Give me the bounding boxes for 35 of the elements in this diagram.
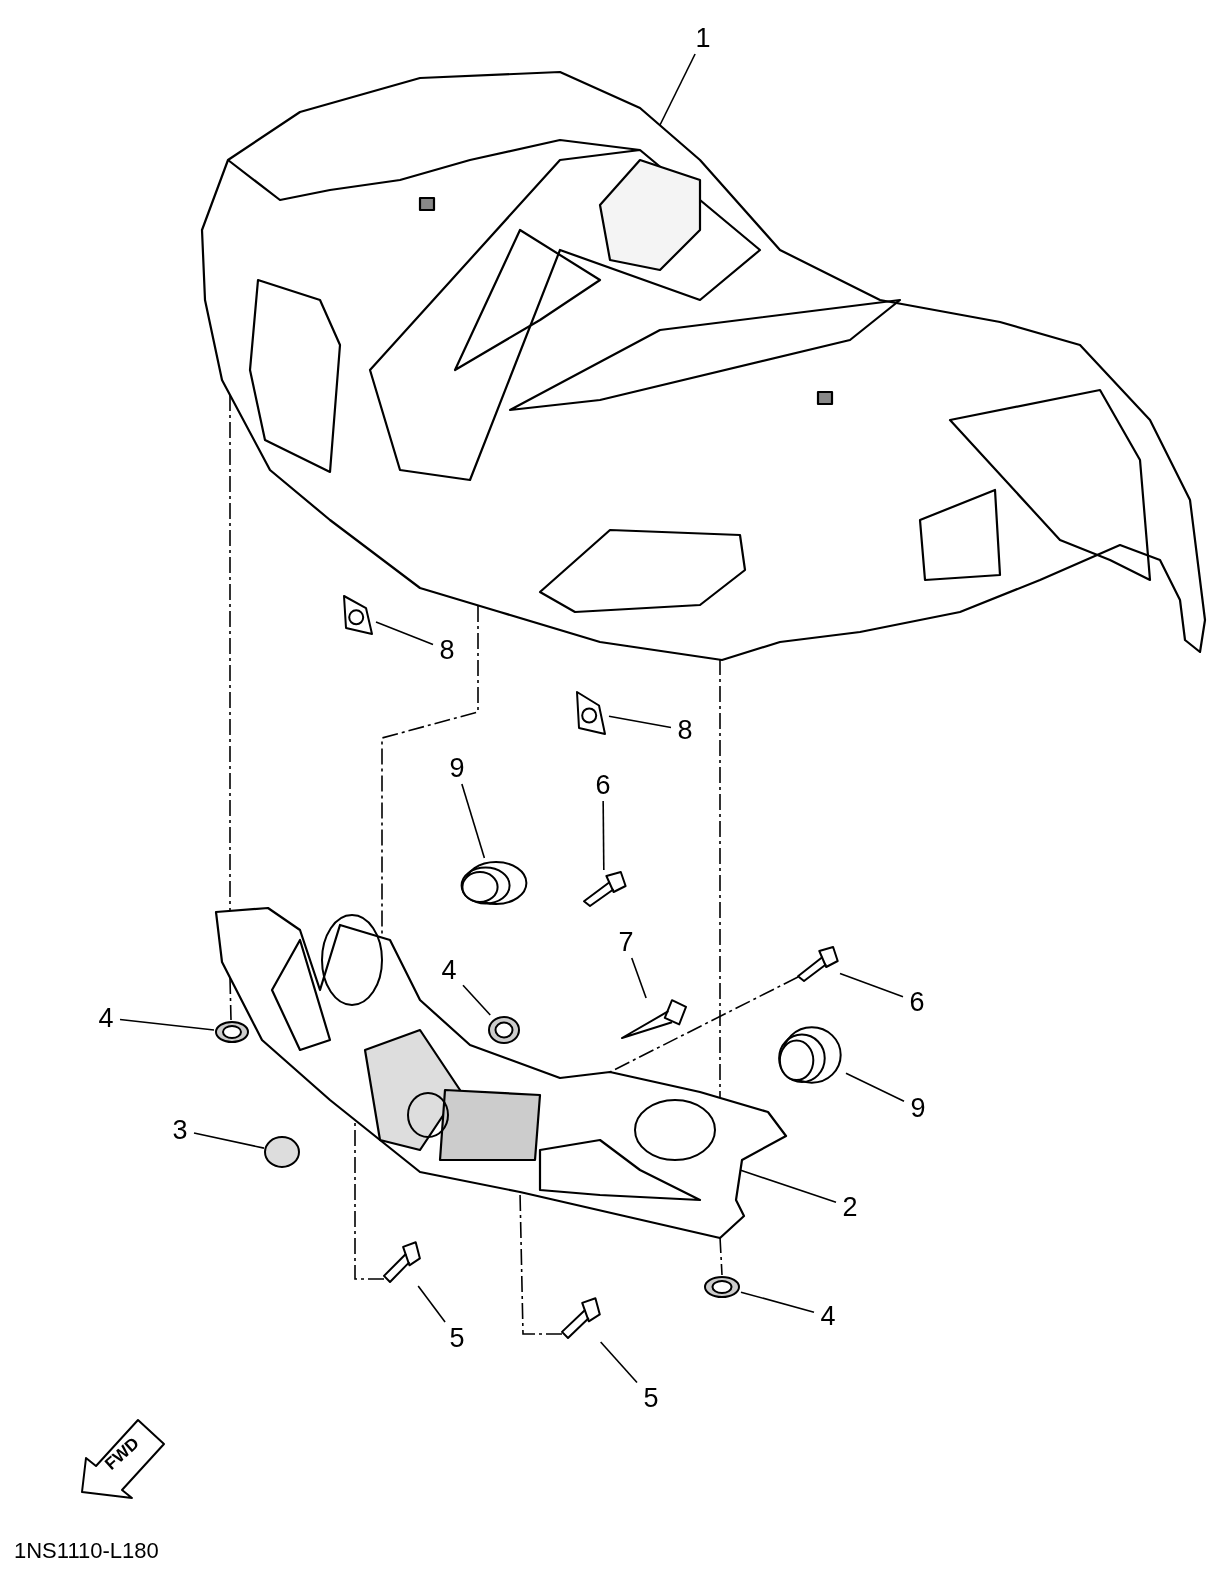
leader-line — [659, 53, 696, 126]
callout-number: 5 — [443, 1322, 471, 1354]
callout-number: 6 — [589, 769, 617, 801]
callout-number: 8 — [433, 634, 461, 666]
leader-line — [461, 783, 486, 859]
drawing-code: 1NS1110-L180 — [14, 1538, 159, 1564]
callout-number: 9 — [904, 1092, 932, 1124]
callout-number: 2 — [836, 1191, 864, 1223]
assembly-line — [229, 977, 232, 1021]
leader-line — [599, 1341, 638, 1384]
callout-number: 4 — [814, 1300, 842, 1332]
leader-line — [739, 1169, 837, 1204]
leader-line — [608, 715, 672, 729]
callout-number: 4 — [435, 954, 463, 986]
callout-number: 4 — [92, 1002, 120, 1034]
callout-number: 7 — [612, 926, 640, 958]
leader-line — [630, 957, 647, 999]
callout-number: 8 — [671, 714, 699, 746]
callout-number: 5 — [637, 1382, 665, 1414]
leader-line — [602, 800, 605, 871]
leader-line — [417, 1285, 446, 1323]
leader-line — [740, 1291, 815, 1313]
leader-line — [845, 1072, 905, 1103]
leader-line — [375, 621, 434, 646]
leader-line — [839, 972, 904, 998]
callout-number: 9 — [443, 752, 471, 784]
assembly-line — [719, 658, 721, 1099]
leader-line — [119, 1018, 215, 1031]
leader-line — [193, 1132, 265, 1149]
callout-number: 6 — [903, 986, 931, 1018]
assembly-line — [229, 394, 231, 912]
callout-number: 1 — [689, 22, 717, 54]
leader-line — [462, 984, 492, 1016]
callout-number: 3 — [166, 1114, 194, 1146]
assembly-line — [719, 1236, 723, 1276]
